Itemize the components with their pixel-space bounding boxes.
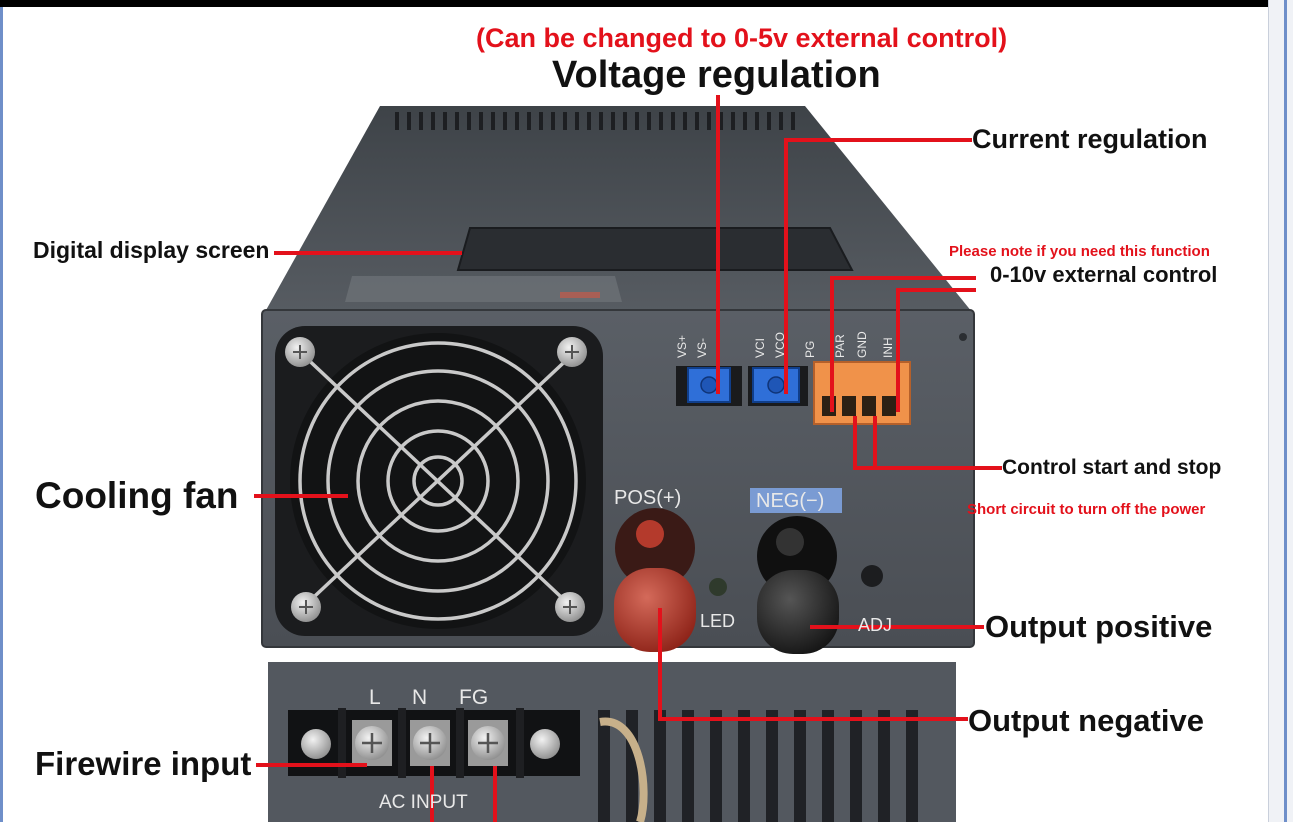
terminal-fg-label: FG: [459, 686, 489, 709]
digital-display: [456, 227, 854, 271]
ac-input-label: AC INPUT: [379, 792, 468, 813]
pin-inh-label: INH: [881, 337, 895, 358]
cooling-fan-label: Cooling fan: [35, 475, 239, 516]
adjustment-potentiometers: [676, 366, 808, 406]
current-regulation-label: Current regulation: [972, 124, 1208, 154]
external-control-010v-label: 0-10v external control: [990, 262, 1218, 287]
neg-label-highlight: [750, 488, 842, 513]
led-label: LED: [700, 611, 736, 631]
pin-gnd-label: GND: [855, 331, 869, 358]
control-terminal-block: [813, 361, 911, 425]
firewire-input-label: Firewire input: [35, 745, 252, 782]
neg-terminal-label: NEG(−): [756, 490, 825, 512]
terminal-l-label: L: [369, 686, 381, 709]
pin-vsp-label: VS+: [675, 334, 689, 358]
viewer-right-border: [1284, 0, 1287, 822]
vertical-scrollbar[interactable]: [1268, 0, 1293, 822]
output-negative-label: Output negative: [968, 703, 1204, 738]
pin-par-label: PAR: [833, 334, 847, 358]
short-circuit-note: Short circuit to turn off the power: [967, 501, 1206, 518]
viewer-left-border: [0, 7, 3, 822]
pin-vci-label: VCI: [753, 337, 767, 358]
terminal-n-label: N: [412, 686, 428, 709]
external-control-note: (Can be changed to 0-5v external control…: [476, 23, 1008, 53]
housing-top: [265, 106, 972, 312]
pin-vsm-label: VS-: [695, 337, 709, 358]
output-positive-label: Output positive: [985, 609, 1213, 644]
function-note: Please note if you need this function: [949, 243, 1210, 260]
pin-pg-label: PG: [803, 340, 817, 358]
adj-label: ADJ: [858, 615, 893, 635]
pos-terminal-label: POS(+): [614, 487, 682, 509]
callout-lines: [254, 95, 1002, 822]
output-terminals: [614, 508, 883, 654]
control-start-stop-label: Control start and stop: [1002, 456, 1222, 479]
viewer-top-bar: [0, 0, 1293, 7]
cooling-fan: [275, 326, 603, 636]
pin-vco-label: VCO: [773, 331, 787, 358]
digital-display-label: Digital display screen: [33, 237, 270, 263]
voltage-regulation-label: Voltage regulation: [552, 54, 881, 96]
